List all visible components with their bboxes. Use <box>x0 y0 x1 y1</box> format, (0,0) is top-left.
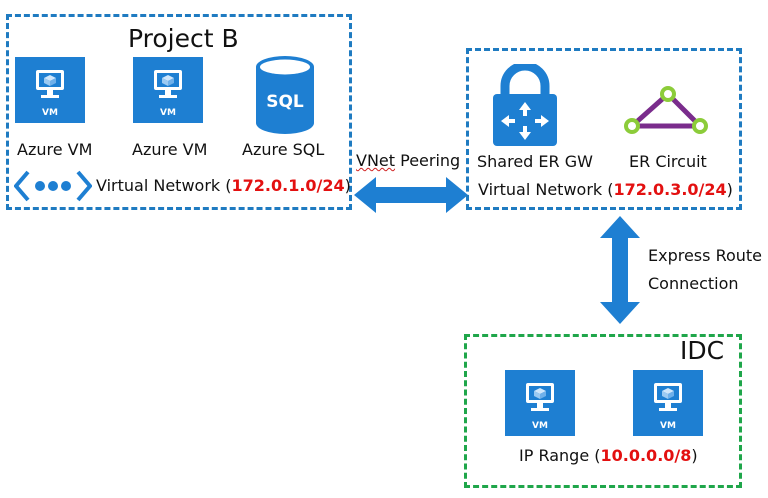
svg-text:VM: VM <box>532 421 548 431</box>
project-b-container <box>6 14 352 210</box>
shared-er-gw-label: Shared ER GW <box>477 152 593 171</box>
shared-vnet-range: 172.0.3.0/24 <box>613 180 727 199</box>
shared-er-gateway-icon[interactable] <box>490 61 560 152</box>
project-b-vnet-label: Virtual Network (172.0.1.0/24) <box>96 176 351 195</box>
expressroute-connection-label-line2: Connection <box>648 274 739 293</box>
expressroute-double-arrow <box>597 214 643 330</box>
shared-network-container <box>466 48 742 210</box>
vnet-peering-label: VNet Peering <box>356 151 461 170</box>
er-circuit-label: ER Circuit <box>629 152 707 171</box>
svg-text:VM: VM <box>160 108 176 118</box>
azure-vm-1-label: Azure VM <box>17 140 93 159</box>
azure-vm-2-label: Azure VM <box>132 140 208 159</box>
svg-text:SQL: SQL <box>266 92 304 112</box>
idc-container <box>464 334 742 488</box>
azure-vm-1-icon[interactable]: VM <box>15 57 85 123</box>
project-b-title: Project B <box>128 24 239 53</box>
peering-double-arrow <box>352 174 470 220</box>
idc-title: IDC <box>680 336 725 365</box>
azure-sql-label: Azure SQL <box>242 140 325 159</box>
idc-vm-1-icon[interactable]: VM <box>505 370 575 436</box>
er-circuit-icon[interactable] <box>622 86 714 140</box>
idc-ip-range-value: 10.0.0.0/8 <box>600 446 692 465</box>
azure-vm-2-icon[interactable]: VM <box>133 57 203 123</box>
svg-text:VM: VM <box>660 421 676 431</box>
shared-vnet-label: Virtual Network (172.0.3.0/24) <box>478 180 733 199</box>
expressroute-connection-label-line1: Express Route <box>648 246 763 265</box>
virtual-network-icon <box>13 169 93 207</box>
svg-text:VM: VM <box>42 108 58 118</box>
project-b-vnet-range: 172.0.1.0/24 <box>231 176 345 195</box>
idc-ip-range-label: IP Range (10.0.0.0/8) <box>519 446 698 465</box>
idc-vm-2-icon[interactable]: VM <box>633 370 703 436</box>
azure-sql-icon[interactable]: SQL <box>252 55 318 141</box>
